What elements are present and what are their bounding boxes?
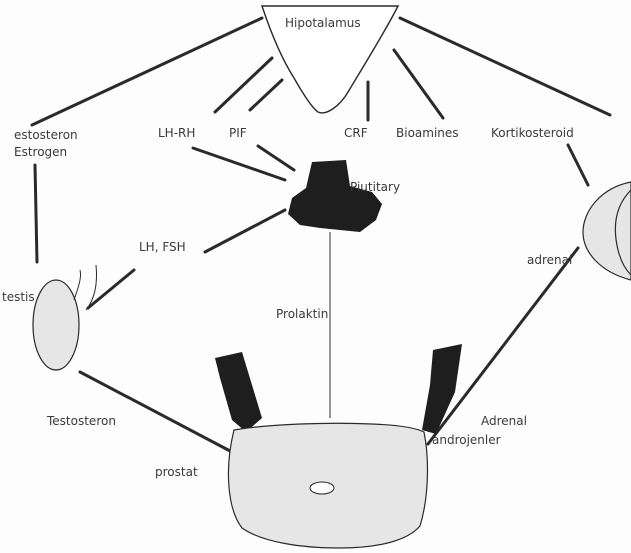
adrenal-androgens-label-1: Adrenal (481, 414, 527, 429)
hypothalamus-label: Hipotalamus (285, 16, 361, 31)
pif-label: PIF (229, 126, 247, 141)
line-hypothalamus-testis-hormones (32, 18, 262, 125)
adrenal-label: adrenal (527, 253, 572, 268)
line-hypothalamus-bioamines (394, 50, 443, 118)
seminal-vesicle-right (422, 344, 462, 434)
line-hypothalamus-pif (250, 80, 282, 110)
line-pituitary-lhfsh (205, 210, 285, 252)
bioamines-label: Bioamines (396, 126, 459, 141)
testis-shape (33, 280, 79, 370)
adrenal-androgens-label-2: androjenler (432, 433, 501, 448)
testosterone-label: Testosteron (47, 414, 116, 429)
pituitary-label: Piutitary (350, 180, 400, 195)
prolactin-label: Prolaktin (276, 307, 328, 322)
testis-label: testis (2, 290, 35, 305)
line-hypothalamus-lhrh (215, 58, 272, 112)
corticosteroid-label: Kortikosteroid (491, 126, 574, 141)
line-pif-pituitary (258, 146, 294, 170)
crf-label: CRF (344, 126, 368, 141)
testosterone-estrogen-label-2: Estrogen (14, 145, 67, 160)
line-testis-prostate (80, 372, 232, 452)
testis-duct (74, 270, 81, 300)
lhrh-label: LH-RH (158, 126, 195, 141)
line-corticosteroid-adrenal (568, 145, 588, 185)
prostate-label: prostat (155, 465, 198, 480)
pituitary-shape (288, 160, 382, 232)
testosterone-estrogen-label-1: estosteron (14, 128, 78, 143)
line-lhrh-pituitary (193, 148, 285, 180)
urethra-shape (310, 482, 334, 494)
lh-fsh-label: LH, FSH (139, 240, 186, 255)
line-hormones-testis (35, 165, 37, 262)
seminal-vesicle-left (215, 352, 262, 432)
